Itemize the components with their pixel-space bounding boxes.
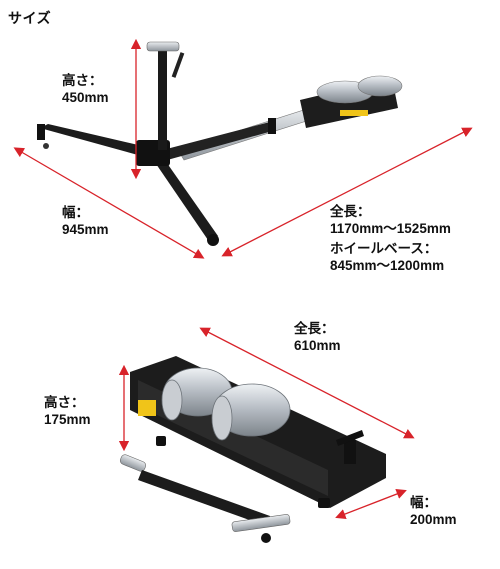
top-height-label: 高さ：: [62, 73, 103, 88]
top-length-label: 全長：: [330, 204, 371, 219]
bottom-dimension-lines: [118, 327, 415, 519]
top-width-dimension: 幅： 945mm: [62, 204, 109, 238]
top-width-label: 幅：: [62, 205, 89, 220]
bottom-width-dimension: 幅： 200mm: [410, 494, 457, 528]
stand-compact-illustration: [119, 356, 386, 543]
top-width-value: 945mm: [62, 222, 109, 237]
bottom-length-label: 全長：: [294, 321, 335, 336]
top-height-value: 450mm: [62, 90, 109, 105]
top-length-value: 1170mm〜1525mm: [330, 221, 451, 236]
bottom-width-label: 幅：: [410, 495, 437, 510]
page-title: サイズ: [8, 10, 52, 26]
top-dimension-lines: [13, 38, 473, 259]
bottom-length-dimension: 全長： 610mm: [294, 320, 341, 354]
bottom-height-label: 高さ：: [44, 395, 85, 410]
top-wheelbase-label: ホイールベース：: [330, 241, 438, 256]
top-height-dimension: 高さ： 450mm: [62, 72, 109, 106]
top-wheelbase-value: 845mm〜1200mm: [330, 258, 445, 273]
bottom-length-value: 610mm: [294, 338, 341, 353]
top-length-dimension: 全長： 1170mm〜1525mm ホイールベース： 845mm〜1200mm: [330, 203, 451, 274]
bottom-height-dimension: 高さ： 175mm: [44, 394, 91, 428]
bottom-height-value: 175mm: [44, 412, 91, 427]
bottom-width-value: 200mm: [410, 512, 457, 527]
